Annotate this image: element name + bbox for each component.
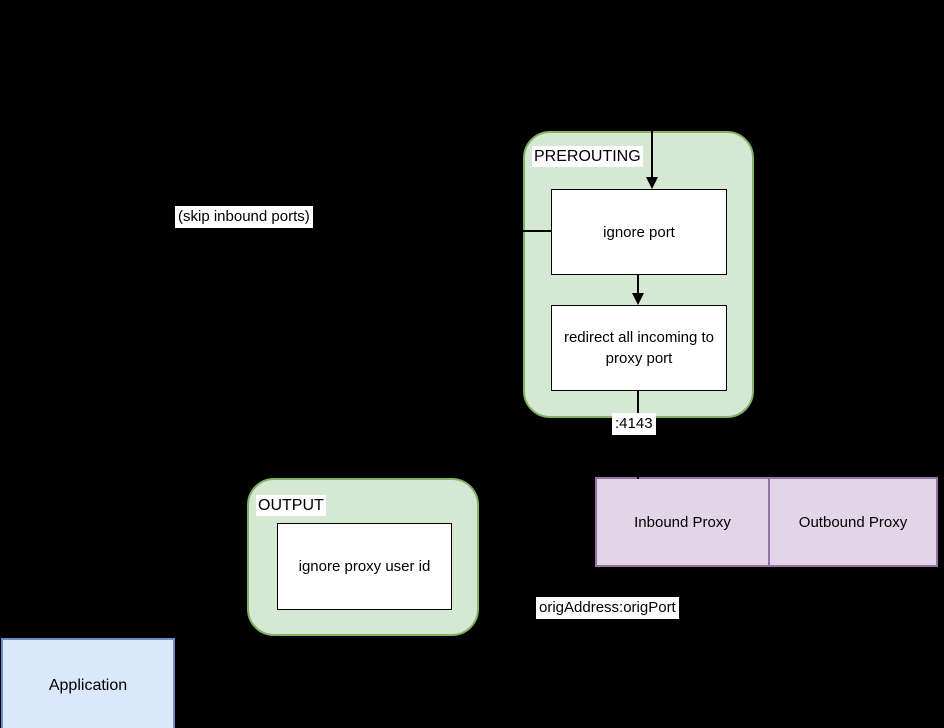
skip-inbound-ports-label: (skip inbound ports) (175, 206, 313, 228)
ignore-port-label: ignore port (603, 223, 675, 241)
ignore-proxy-user-id-node: ignore proxy user id (277, 523, 452, 610)
prerouting-title: PREROUTING (532, 146, 643, 167)
outbound-proxy-label: Outbound Proxy (798, 513, 908, 531)
application-label: Application (48, 677, 128, 694)
orig-address-port-label: origAddress:origPort (536, 597, 679, 619)
arrow-down-icon (632, 293, 644, 305)
connector-port-to-inbound-proxy (637, 471, 639, 479)
connector-inbound-traffic (651, 110, 653, 178)
output-title: OUTPUT (256, 495, 326, 516)
connector-skip-inbound-ports (521, 230, 551, 232)
proxy-port-label: :4143 (612, 413, 656, 435)
redirect-to-proxy-label: redirect all incoming to proxy port (563, 329, 715, 367)
redirect-to-proxy-node: redirect all incoming to proxy port (551, 305, 727, 391)
ignore-proxy-user-id-label: ignore proxy user id (298, 558, 431, 575)
connector-step1-to-step2 (637, 275, 639, 294)
application-box: Application (1, 638, 175, 728)
inbound-proxy-box: Inbound Proxy (595, 477, 770, 567)
outbound-proxy-box: Outbound Proxy (768, 477, 938, 567)
inbound-proxy-label: Inbound Proxy (634, 513, 731, 531)
connector-redirect-to-proxy-port (637, 391, 639, 417)
arrow-down-icon (646, 177, 658, 189)
ignore-port-node: ignore port (551, 189, 727, 275)
